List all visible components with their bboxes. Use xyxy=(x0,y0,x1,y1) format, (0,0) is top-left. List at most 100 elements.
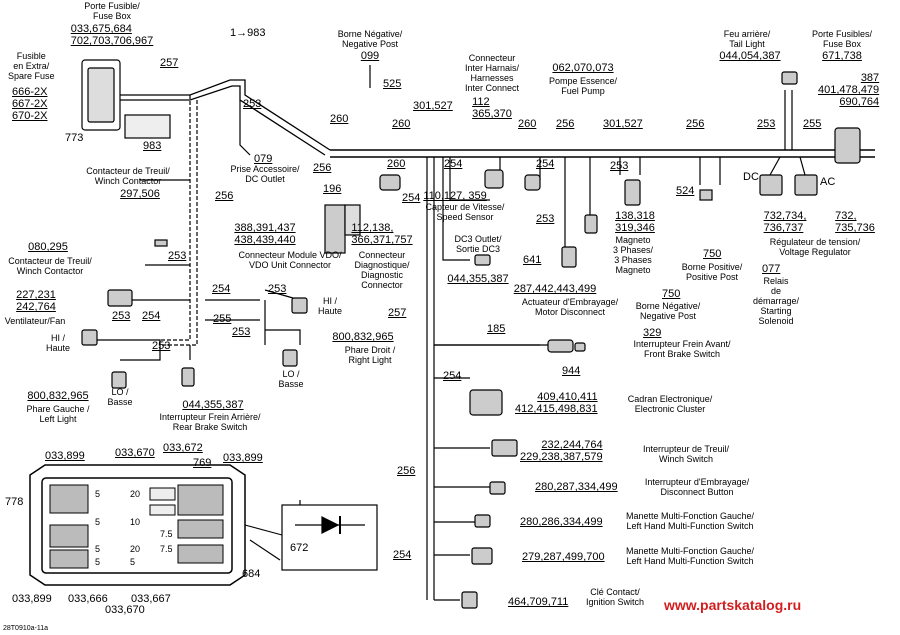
hi-right-label: HI /Haute xyxy=(317,296,343,316)
fuse-cell: 7.5 xyxy=(160,529,173,539)
label-099: 099 xyxy=(360,50,380,62)
winch-contactor-2-label: Contacteur de Treuil/Winch Contactor xyxy=(8,256,92,276)
label-641: 641 xyxy=(523,254,542,266)
fb-label-033667: 033,667 xyxy=(131,593,171,605)
label-750-b: 750 xyxy=(662,288,681,300)
label-983: 983 xyxy=(143,140,162,152)
label-257-b: 257 xyxy=(388,307,407,319)
hi-left-label: HI /Haute xyxy=(45,333,71,353)
fuse-cell: 10 xyxy=(130,517,141,527)
fuse-cell: 5 xyxy=(95,544,101,554)
label-254-f: 254 xyxy=(443,370,462,382)
fuse-box-right-label: Porte Fusibles/Fuse Box xyxy=(811,29,873,49)
label-255: 255 xyxy=(803,118,822,130)
rear-brake-numbers: 044,355,387 xyxy=(182,399,244,411)
fuse-cell: 5 xyxy=(95,517,101,527)
negative-post-2-label: Borne Négative/Negative Post xyxy=(635,301,701,321)
rear-brake-label: Interrupteur Frein Arrière/Rear Brake Sw… xyxy=(159,412,261,432)
fuse-cell: 7.5 xyxy=(160,544,173,554)
regulator-dc-numbers: 732,734,736,737 xyxy=(763,210,807,235)
label-254-a: 254 xyxy=(444,158,463,170)
tail-light-numbers: 044,054,387 xyxy=(719,50,781,62)
winch-switch-label: Interrupteur de Treuil/Winch Switch xyxy=(642,444,730,464)
lh-switch-1-numbers: 280,286,334,499 xyxy=(520,516,603,528)
label-254-c: 254 xyxy=(536,158,555,170)
motor-disconnect-label: Actuateur d'Embrayage/Motor Disconnect xyxy=(521,297,619,317)
fuse-cell: 20 xyxy=(130,544,141,554)
lh-switch-1-label: Manette Multi-Fonction Gauche/Left Hand … xyxy=(625,511,755,531)
speed-sensor-label: Capteur de Vitesse/Speed Sensor xyxy=(425,202,505,222)
label-260-d: 260 xyxy=(387,158,406,170)
label-256-c: 256 xyxy=(313,162,332,174)
watermark: www.partskatalog.ru xyxy=(664,597,802,613)
label-260-b: 260 xyxy=(392,118,411,130)
regulator-ac-numbers: 732,735,736 xyxy=(835,210,875,235)
label-256-e: 256 xyxy=(397,465,416,477)
label-185: 185 xyxy=(487,323,506,335)
label-329: 329 xyxy=(643,327,662,339)
ignition-numbers: 464,709,711 xyxy=(508,596,569,608)
label-196: 196 xyxy=(323,183,342,195)
lh-switch-2-numbers: 279,287,499,700 xyxy=(522,551,605,563)
label-255-b: 255 xyxy=(213,313,232,325)
left-light-label: Phare Gauche /Left Light xyxy=(26,404,90,424)
fuse-cell: 5 xyxy=(130,557,136,567)
ac-label: AC xyxy=(820,176,836,188)
label-253-b: 253 xyxy=(757,118,776,130)
label-253-e: 253 xyxy=(168,250,187,262)
label-253-f: 253 xyxy=(112,310,131,322)
label-254-e: 254 xyxy=(212,283,231,295)
speed-sensor-numbers: 110,127, 359 xyxy=(423,190,487,202)
ignition-switch-label: Clé Contact/Ignition Switch xyxy=(585,587,645,607)
label-256-d: 256 xyxy=(215,190,234,202)
fb-label-033666: 033,666 xyxy=(68,593,108,605)
label-525: 525 xyxy=(383,78,402,90)
actuator-numbers: 287,442,443,499 xyxy=(513,283,597,295)
label-257: 257 xyxy=(160,57,179,69)
label-944: 944 xyxy=(562,365,581,377)
label-524: 524 xyxy=(676,185,695,197)
label-253-c: 253 xyxy=(610,160,629,172)
fuel-pump-numbers: 062,070,073 xyxy=(552,62,614,74)
fb-label-769: 769 xyxy=(193,457,212,469)
label-077: 077 xyxy=(762,263,781,275)
label-260-a: 260 xyxy=(330,113,349,125)
label-1-983: 1→983 xyxy=(230,27,266,39)
vdo-connector-label: Connecteur Module VDO/VDO Unit Connector xyxy=(238,250,342,270)
fuse-box-title: Porte Fusible/Fuse Box xyxy=(84,1,140,21)
label-773: 773 xyxy=(65,132,84,144)
label-253-g: 253 xyxy=(268,283,287,295)
winch-contactor-numbers: 297,506 xyxy=(120,188,160,200)
fuel-pump-label: Pompe Essence/Fuel Pump xyxy=(548,76,618,96)
fb-label-684: 684 xyxy=(242,568,261,580)
fuse-cell: 5 xyxy=(95,489,101,499)
label-079: 079 xyxy=(254,153,273,165)
label-260-c: 260 xyxy=(518,118,537,130)
diagnostic-numbers: 112,138,366,371,757 xyxy=(351,222,413,247)
label-256-b: 256 xyxy=(686,118,705,130)
label-253-a: 253 xyxy=(243,98,262,110)
right-light-label: Phare Droit /Right Light xyxy=(344,345,396,365)
fb-label-033899-c: 033,899 xyxy=(12,593,52,605)
fuse-cell: 20 xyxy=(130,489,141,499)
fan-label: Ventilateur/Fan xyxy=(4,316,66,326)
front-brake-label: Interrupteur Frein Avant/Front Brake Swi… xyxy=(633,339,731,359)
fb-label-033899-b: 033,899 xyxy=(223,452,263,464)
fb-label-778: 778 xyxy=(5,496,24,508)
label-301-527-b: 301,527 xyxy=(603,118,643,130)
label-253-d: 253 xyxy=(536,213,555,225)
